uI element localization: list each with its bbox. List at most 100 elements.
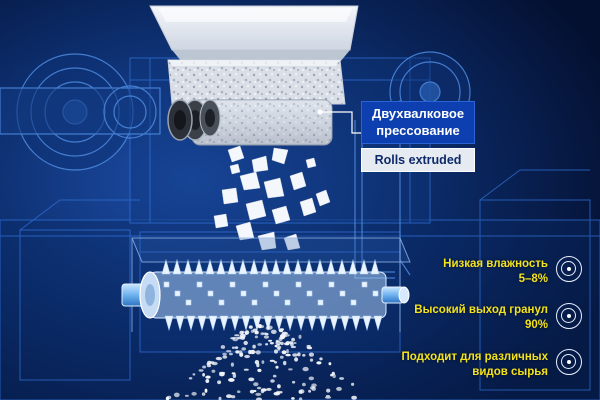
granule xyxy=(257,324,262,329)
granule xyxy=(244,331,248,335)
rotor-spike xyxy=(238,258,248,275)
spiked-rotor xyxy=(121,258,410,332)
granule xyxy=(336,386,342,391)
rotor-spike xyxy=(273,290,280,297)
rotor-spike xyxy=(317,299,324,306)
granule xyxy=(282,335,287,338)
granule xyxy=(252,344,256,349)
twin-press-rolls xyxy=(167,99,333,146)
granule xyxy=(277,384,281,389)
rotor-spike xyxy=(351,315,361,332)
granule xyxy=(166,395,172,400)
rotor-spike xyxy=(174,290,181,297)
motor-gear-wireframe xyxy=(0,53,161,171)
rotor-spike xyxy=(230,315,240,332)
target-ring-icon xyxy=(556,349,582,375)
granule xyxy=(248,325,253,329)
rotor-spike xyxy=(218,299,225,306)
granule xyxy=(239,352,244,357)
granule xyxy=(308,389,312,393)
granule xyxy=(248,377,255,382)
granule xyxy=(228,378,235,382)
granule xyxy=(249,349,256,355)
granule xyxy=(188,377,193,380)
granule xyxy=(302,366,309,372)
granule xyxy=(262,332,269,335)
granule xyxy=(231,346,236,349)
granule xyxy=(309,358,314,362)
granule xyxy=(243,340,248,346)
granule xyxy=(292,353,298,357)
rotor-spike xyxy=(329,315,339,332)
granule xyxy=(261,360,265,364)
granule xyxy=(255,392,262,396)
granule xyxy=(191,391,197,396)
rotor-spike xyxy=(373,315,383,332)
rotor-spike xyxy=(186,315,196,332)
target-ring-icon xyxy=(556,303,582,329)
granule xyxy=(302,353,306,357)
rotor-spike xyxy=(348,258,358,275)
material-block xyxy=(167,59,346,105)
granule xyxy=(273,361,278,364)
roll-callout: Двухвалковое прессование Rolls extruded xyxy=(361,101,475,172)
callout-title-en: Rolls extruded xyxy=(361,148,475,172)
rotor-spike xyxy=(284,299,291,306)
feature-low-moisture: Низкая влажность 5–8% xyxy=(443,258,548,285)
granule xyxy=(205,379,210,383)
granule xyxy=(257,368,262,373)
rotor-spike xyxy=(306,290,313,297)
granule xyxy=(290,345,296,349)
rotor-spike xyxy=(161,258,171,275)
granule xyxy=(250,329,255,333)
granule xyxy=(298,334,302,339)
granule xyxy=(256,397,262,400)
granule xyxy=(202,365,207,369)
target-ring-icon xyxy=(556,256,582,282)
granule xyxy=(206,364,212,368)
callout-connector xyxy=(320,111,361,134)
granule xyxy=(254,335,258,339)
granule xyxy=(281,331,288,335)
granule xyxy=(285,353,291,357)
granule xyxy=(257,343,263,346)
granule xyxy=(211,369,216,373)
granule xyxy=(255,350,261,355)
granule xyxy=(308,376,314,381)
granule xyxy=(184,394,189,397)
granule xyxy=(265,326,271,330)
granule xyxy=(226,350,232,353)
rotor-spike xyxy=(185,299,192,306)
rotor-spike xyxy=(328,281,335,288)
granule xyxy=(253,382,259,387)
granule xyxy=(288,341,294,344)
granule xyxy=(261,388,267,392)
rotor-spike xyxy=(252,315,262,332)
granule xyxy=(230,337,236,340)
rotor-spike xyxy=(163,281,170,288)
granule xyxy=(173,392,180,398)
granule xyxy=(298,397,303,400)
granule xyxy=(234,346,239,349)
rotor-spike xyxy=(307,315,317,332)
granule xyxy=(339,377,345,380)
granule xyxy=(205,375,211,379)
granule xyxy=(241,347,246,351)
granule xyxy=(293,342,297,344)
granule xyxy=(299,389,305,394)
rotor-spike xyxy=(350,299,357,306)
rotor-spike xyxy=(164,315,174,332)
granule xyxy=(201,392,206,396)
granule xyxy=(241,330,245,334)
granule xyxy=(230,362,234,367)
feature-various-materials: Подходит для различных видов сырья xyxy=(401,351,548,378)
output-granules xyxy=(165,324,357,400)
granule xyxy=(269,359,275,362)
granule xyxy=(231,372,236,375)
rotor-spike xyxy=(282,258,292,275)
rotor-spike xyxy=(304,258,314,275)
granule xyxy=(291,397,295,400)
granule xyxy=(263,335,269,339)
granule xyxy=(306,344,311,348)
granule xyxy=(274,349,278,354)
